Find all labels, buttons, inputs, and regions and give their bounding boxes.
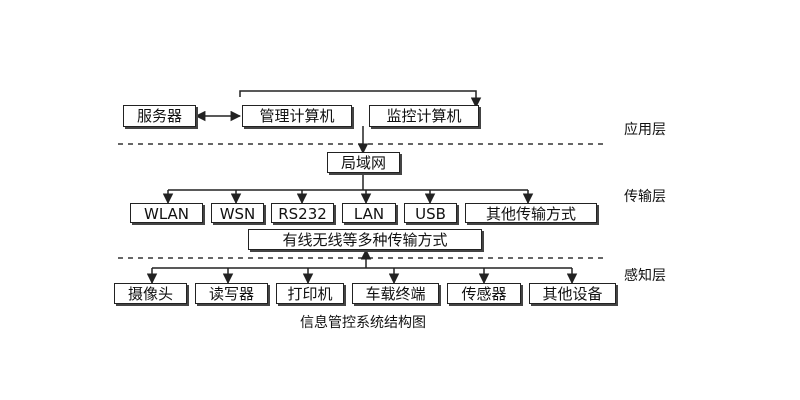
transport-layer-label: 传输层 <box>624 189 666 205</box>
app-bracket-line <box>239 90 482 109</box>
perception-node-printer: 打印机 <box>276 283 344 304</box>
transport-node-wlan: WLAN <box>130 203 203 223</box>
transport-node-lan: LAN <box>342 203 396 223</box>
perception-node-other: 其他设备 <box>529 283 616 304</box>
perception-layer-label: 感知层 <box>624 268 666 284</box>
diagram-caption: 信息管控系统结构图 <box>300 315 426 331</box>
management-computer-box: 管理计算机 <box>242 105 352 127</box>
application-layer-label: 应用层 <box>624 122 666 138</box>
perception-node-vehicle-terminal: 车载终端 <box>352 283 439 304</box>
perception-node-sensor: 传感器 <box>447 283 521 304</box>
transport-node-wsn: WSN <box>211 203 264 223</box>
lan-box: 局域网 <box>327 152 400 173</box>
transport-summary-box: 有线无线等多种传输方式 <box>248 229 482 250</box>
monitoring-computer-box: 监控计算机 <box>369 105 479 127</box>
transport-node-rs232: RS232 <box>271 203 334 223</box>
perception-node-reader: 读写器 <box>195 283 268 304</box>
server-box: 服务器 <box>123 105 196 127</box>
transport-node-usb: USB <box>404 203 457 223</box>
perception-node-camera: 摄像头 <box>114 283 187 304</box>
transport-node-other: 其他传输方式 <box>465 203 597 223</box>
